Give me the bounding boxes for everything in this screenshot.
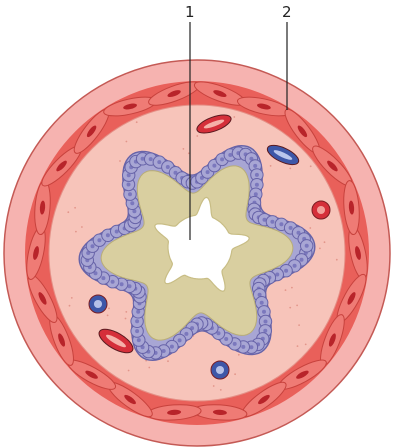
vessel-lumen [317, 206, 325, 214]
epithelial-cell-nucleus [162, 349, 166, 353]
tissue-dot [289, 168, 291, 170]
epithelial-cell-nucleus [101, 276, 105, 280]
epithelial-cell-nucleus [254, 192, 258, 196]
epithelial-cell-nucleus [264, 320, 268, 324]
epithelial-cell-nucleus [137, 338, 141, 342]
tissue-dot [136, 121, 138, 123]
epithelial-cell-nucleus [300, 258, 304, 262]
epithelial-cell-nucleus [305, 244, 309, 248]
epithelial-cell-nucleus [135, 329, 139, 333]
epithelial-cell-nucleus [157, 160, 161, 164]
epithelial-cell-nucleus [275, 273, 279, 277]
tissue-dot [67, 211, 69, 213]
tissue-dot [69, 305, 71, 307]
tissue-dot [297, 345, 299, 347]
epithelial-cell-nucleus [120, 282, 124, 286]
tissue-dot [305, 344, 307, 346]
epithelial-cell-nucleus [220, 157, 224, 161]
tissue-dot [126, 141, 128, 143]
tissue-dot [324, 241, 326, 243]
callout-1-label: 1 [185, 3, 195, 21]
epithelial-cell-nucleus [206, 170, 210, 174]
vessel-lumen [94, 300, 102, 308]
epithelial-cell-nucleus [128, 192, 132, 196]
tissue-dot [107, 315, 109, 317]
epithelial-cell-nucleus [224, 337, 228, 341]
tissue-dot [270, 165, 272, 167]
tissue-dot [74, 207, 76, 209]
tissue-dot [238, 354, 240, 356]
epithelial-cell-nucleus [233, 342, 237, 346]
tissue-dot [183, 148, 185, 150]
tissue-dot [234, 373, 236, 375]
epithelial-cell-nucleus [141, 157, 145, 161]
epithelial-cell-nucleus [149, 157, 153, 161]
tissue-dot [75, 231, 77, 233]
epithelial-cell-nucleus [111, 280, 115, 284]
callout-2-label: 2 [282, 3, 292, 21]
tissue-dot [125, 311, 127, 313]
tissue-dot [309, 227, 311, 229]
tissue-dot [128, 370, 130, 372]
tissue-dot [310, 165, 312, 167]
epithelial-cell-nucleus [255, 173, 259, 177]
epithelial-cell-nucleus [270, 220, 274, 224]
tissue-dot [167, 360, 169, 362]
epithelial-cell-nucleus [253, 164, 257, 168]
epithelial-cell-nucleus [293, 264, 297, 268]
epithelial-cell-nucleus [284, 269, 288, 273]
epithelial-cell-nucleus [136, 310, 140, 314]
tissue-dot [196, 135, 198, 137]
tissue-dot [319, 248, 321, 250]
epithelial-cell-nucleus [166, 165, 170, 169]
epithelial-cell-nucleus [130, 201, 134, 205]
tissue-dot [119, 160, 121, 162]
epithelial-cell-nucleus [127, 183, 131, 187]
epithelial-cell-nucleus [115, 230, 119, 234]
tissue-dot [289, 307, 291, 309]
tissue-dot [213, 385, 215, 387]
tissue-dot [81, 226, 83, 228]
epithelial-cell-nucleus [170, 345, 174, 349]
blood-vessel-vein-icon [89, 295, 107, 313]
blood-vessel-vein-icon [211, 361, 229, 379]
epithelial-cell-nucleus [249, 345, 253, 349]
epithelial-cell-nucleus [135, 319, 139, 323]
tissue-dot [233, 116, 235, 118]
tissue-dot [71, 297, 73, 299]
epithelial-cell-nucleus [178, 338, 182, 342]
epithelial-cell-nucleus [289, 226, 293, 230]
epithelial-cell-nucleus [184, 332, 188, 336]
epithelial-cell-nucleus [262, 310, 266, 314]
tissue-dot [220, 389, 222, 391]
tissue-dot [125, 318, 127, 320]
tissue-dot [336, 259, 338, 261]
epithelial-cell-nucleus [241, 345, 245, 349]
tissue-dot [148, 367, 150, 369]
epithelial-cell-nucleus [255, 183, 259, 187]
epithelial-cell-nucleus [106, 233, 110, 237]
epithelial-cell-nucleus [91, 244, 95, 248]
epithelial-cell-nucleus [260, 301, 264, 305]
tissue-dot [296, 305, 298, 307]
blood-vessel-artery-icon [312, 201, 330, 219]
vessel-lumen [216, 366, 224, 374]
epithelial-cell-nucleus [97, 238, 101, 242]
tissue-dot [298, 324, 300, 326]
epithelial-cell-nucleus [228, 153, 232, 157]
tissue-dot [108, 308, 110, 310]
tissue-dot [285, 289, 287, 291]
epithelial-cell-nucleus [279, 222, 283, 226]
epithelial-cell-nucleus [212, 164, 216, 168]
tissue-dot [291, 287, 293, 289]
